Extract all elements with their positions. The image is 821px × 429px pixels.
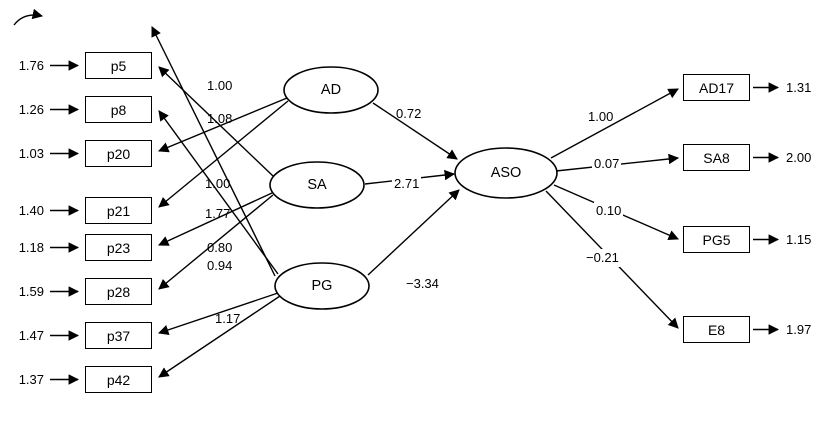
indicator-label: AD17 — [698, 79, 735, 96]
loading-value: 0.07 — [592, 155, 622, 173]
indicator-box: p42 — [85, 366, 152, 393]
indicator-box: AD17 — [683, 74, 750, 101]
error-value: 1.18 — [18, 240, 44, 255]
indicator-label: p28 — [106, 283, 131, 300]
indicator-label: p21 — [106, 202, 131, 219]
latent-ellipse-ad — [283, 66, 379, 114]
indicator-label: p23 — [106, 239, 131, 256]
loading-value: 1.08 — [207, 111, 233, 126]
error-value: 1.76 — [18, 58, 44, 73]
error-value: 1.59 — [18, 284, 44, 299]
loading-value: 1.00 — [588, 109, 614, 124]
latent-label-pg: PG — [311, 278, 333, 294]
indicator-box: p23 — [85, 234, 152, 261]
left-loading-arrows — [151, 26, 289, 378]
indicator-box: SA8 — [683, 144, 750, 171]
error-value: 1.40 — [18, 203, 44, 218]
path-coefficient: −3.34 — [406, 276, 439, 291]
loading-value: 0.80 — [207, 240, 233, 255]
left-error-arrows — [50, 60, 80, 385]
indicator-box: p28 — [85, 278, 152, 305]
latent-ellipse-pg — [274, 262, 370, 310]
latent-label-ad: AD — [320, 82, 342, 98]
error-value: 1.03 — [18, 146, 44, 161]
loading-value: 0.94 — [207, 258, 233, 273]
error-value: 1.97 — [786, 322, 812, 337]
loading-value: 0.10 — [594, 202, 624, 220]
latent-ellipse-aso — [454, 147, 558, 199]
latent-ellipses — [269, 66, 558, 310]
stray-arrow — [13, 8, 44, 26]
path-coefficient: 0.72 — [396, 106, 422, 121]
indicator-box: p20 — [85, 140, 152, 167]
indicator-label: SA8 — [703, 149, 730, 166]
latent-label-sa: SA — [307, 177, 327, 193]
latent-ellipse-sa — [269, 161, 365, 209]
loading-value: 1.77 — [205, 206, 231, 221]
loading-value: −0.21 — [584, 249, 621, 267]
indicator-label: p42 — [106, 371, 131, 388]
indicator-label: E8 — [707, 321, 726, 338]
loading-value: 1.00 — [207, 78, 233, 93]
error-value: 1.26 — [18, 102, 44, 117]
indicator-box: PG5 — [683, 226, 750, 253]
error-value: 1.37 — [18, 372, 44, 387]
indicator-label: PG5 — [702, 231, 731, 248]
indicator-label: p8 — [110, 101, 127, 118]
indicator-box: E8 — [683, 316, 750, 343]
error-value: 2.00 — [786, 150, 812, 165]
indicator-box: p5 — [85, 52, 152, 79]
indicator-box: p21 — [85, 197, 152, 224]
indicator-box: p8 — [85, 96, 152, 123]
error-value: 1.31 — [786, 80, 812, 95]
error-value: 1.47 — [18, 328, 44, 343]
loading-value: 1.00 — [205, 176, 231, 191]
indicator-label: p5 — [110, 57, 127, 74]
indicator-label: p20 — [106, 145, 131, 162]
indicator-label: p37 — [106, 327, 131, 344]
latent-label-aso: ASO — [490, 165, 522, 181]
indicator-box: p37 — [85, 322, 152, 349]
right-error-arrows — [753, 82, 780, 335]
error-value: 1.15 — [786, 232, 812, 247]
path-coefficient: 2.71 — [392, 175, 422, 193]
loading-value: 1.17 — [215, 311, 241, 326]
